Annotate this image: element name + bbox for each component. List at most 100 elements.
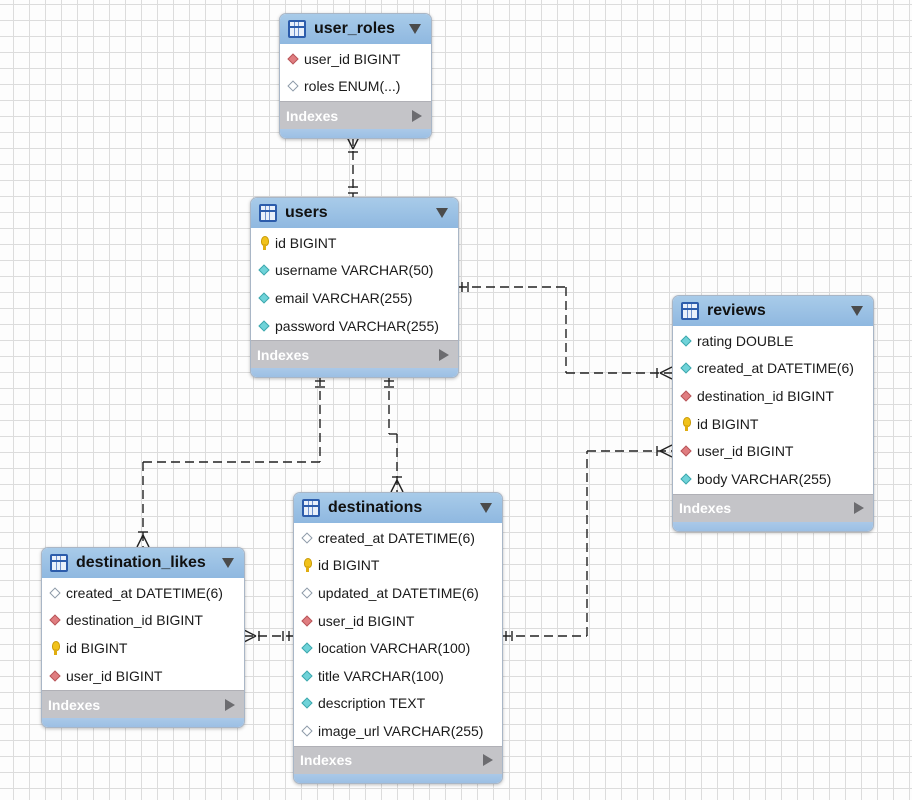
indexes-expand-arrow-icon[interactable] bbox=[483, 754, 493, 767]
column-text: user_id BIGINT bbox=[318, 612, 415, 629]
not-null-diamond-icon bbox=[680, 361, 692, 375]
table-menu-arrow-icon[interactable] bbox=[851, 306, 863, 316]
column-row[interactable]: rating DOUBLE bbox=[673, 327, 873, 355]
primary-key-icon bbox=[49, 640, 61, 655]
column-row[interactable]: created_at DATETIME(6) bbox=[294, 524, 502, 552]
table-title: users bbox=[285, 204, 328, 221]
indexes-expand-arrow-icon[interactable] bbox=[854, 502, 864, 515]
table-header[interactable]: user_roles bbox=[280, 14, 431, 44]
column-text: id BIGINT bbox=[318, 557, 380, 574]
column-row[interactable]: user_id BIGINT bbox=[280, 45, 431, 73]
column-row[interactable]: id BIGINT bbox=[294, 552, 502, 580]
indexes-expand-arrow-icon[interactable] bbox=[412, 109, 422, 122]
column-row[interactable]: id BIGINT bbox=[251, 229, 458, 257]
foreign-key-diamond-icon bbox=[287, 52, 299, 66]
column-row[interactable]: user_id BIGINT bbox=[294, 607, 502, 635]
not-null-diamond-icon bbox=[301, 669, 313, 683]
column-list: rating DOUBLE created_at DATETIME(6) desti… bbox=[673, 326, 873, 494]
table-header[interactable]: reviews bbox=[673, 296, 873, 326]
table-header[interactable]: users bbox=[251, 198, 458, 228]
primary-key-icon bbox=[301, 558, 313, 573]
column-row[interactable]: email VARCHAR(255) bbox=[251, 284, 458, 312]
column-list: created_at DATETIME(6) id BIGINT updated_a… bbox=[294, 523, 502, 746]
column-text: id BIGINT bbox=[697, 415, 759, 432]
foreign-key-diamond-icon bbox=[49, 669, 61, 683]
table-header[interactable]: destination_likes bbox=[42, 548, 244, 578]
column-row[interactable]: description TEXT bbox=[294, 690, 502, 718]
indexes-section[interactable]: Indexes bbox=[673, 493, 873, 522]
column-text: id BIGINT bbox=[275, 234, 337, 251]
cardinality-many-mark bbox=[659, 450, 673, 458]
column-text: rating DOUBLE bbox=[697, 332, 794, 349]
column-text: email VARCHAR(255) bbox=[275, 289, 413, 306]
column-text: description TEXT bbox=[318, 695, 426, 712]
indexes-label: Indexes bbox=[286, 107, 339, 124]
indexes-section[interactable]: Indexes bbox=[42, 690, 244, 719]
column-row[interactable]: destination_id BIGINT bbox=[42, 607, 244, 635]
table-footer bbox=[251, 368, 458, 378]
column-row[interactable]: username VARCHAR(50) bbox=[251, 257, 458, 285]
cardinality-many-mark bbox=[396, 479, 404, 493]
not-null-diamond-icon bbox=[301, 641, 313, 655]
indexes-section[interactable]: Indexes bbox=[251, 340, 458, 369]
column-row[interactable]: created_at DATETIME(6) bbox=[673, 355, 873, 383]
nullable-diamond-icon bbox=[287, 79, 299, 93]
indexes-section[interactable]: Indexes bbox=[294, 745, 502, 774]
column-row[interactable]: password VARCHAR(255) bbox=[251, 312, 458, 340]
column-row[interactable]: user_id BIGINT bbox=[42, 662, 244, 690]
column-list: id BIGINT username VARCHAR(50) email VARCH… bbox=[251, 228, 458, 341]
indexes-expand-arrow-icon[interactable] bbox=[439, 348, 449, 361]
cardinality-many-mark bbox=[390, 479, 398, 493]
foreign-key-diamond-icon bbox=[680, 389, 692, 403]
table-menu-arrow-icon[interactable] bbox=[409, 24, 421, 34]
table-users[interactable]: users id BIGINT username VARCHAR(50) email… bbox=[250, 197, 459, 379]
column-row[interactable]: body VARCHAR(255) bbox=[673, 465, 873, 493]
column-text: image_url VARCHAR(255) bbox=[318, 722, 484, 739]
not-null-diamond-icon bbox=[258, 291, 270, 305]
column-row[interactable]: id BIGINT bbox=[673, 410, 873, 438]
column-text: created_at DATETIME(6) bbox=[318, 529, 475, 546]
table-title: reviews bbox=[707, 302, 766, 319]
cardinality-many-mark bbox=[142, 534, 150, 548]
table-title: destinations bbox=[328, 499, 423, 516]
cardinality-many-mark bbox=[659, 372, 673, 380]
column-row[interactable]: image_url VARCHAR(255) bbox=[294, 717, 502, 745]
column-text: destination_id BIGINT bbox=[697, 387, 834, 404]
column-row[interactable]: roles ENUM(...) bbox=[280, 73, 431, 101]
table-reviews[interactable]: reviews rating DOUBLE created_at DATETIME… bbox=[672, 295, 874, 532]
column-row[interactable]: destination_id BIGINT bbox=[673, 382, 873, 410]
not-null-diamond-icon bbox=[680, 472, 692, 486]
column-text: username VARCHAR(50) bbox=[275, 262, 434, 279]
cardinality-many-mark bbox=[659, 444, 673, 452]
nullable-diamond-icon bbox=[301, 531, 313, 545]
nullable-diamond-icon bbox=[301, 724, 313, 738]
column-row[interactable]: created_at DATETIME(6) bbox=[42, 579, 244, 607]
column-text: user_id BIGINT bbox=[66, 667, 163, 684]
table-menu-arrow-icon[interactable] bbox=[222, 558, 234, 568]
indexes-section[interactable]: Indexes bbox=[280, 101, 431, 130]
foreign-key-diamond-icon bbox=[301, 614, 313, 628]
column-row[interactable]: location VARCHAR(100) bbox=[294, 634, 502, 662]
indexes-label: Indexes bbox=[48, 696, 101, 713]
column-row[interactable]: title VARCHAR(100) bbox=[294, 662, 502, 690]
cardinality-many-mark bbox=[243, 635, 257, 643]
indexes-expand-arrow-icon[interactable] bbox=[225, 698, 235, 711]
table-icon bbox=[259, 204, 277, 222]
table-destination-likes[interactable]: destination_likes created_at DATETIME(6)… bbox=[41, 547, 245, 729]
table-destinations[interactable]: destinations created_at DATETIME(6) id BI… bbox=[293, 492, 503, 784]
not-null-diamond-icon bbox=[301, 696, 313, 710]
cardinality-many-mark bbox=[243, 629, 257, 637]
table-header[interactable]: destinations bbox=[294, 493, 502, 523]
table-footer bbox=[673, 521, 873, 531]
column-row[interactable]: user_id BIGINT bbox=[673, 437, 873, 465]
column-row[interactable]: id BIGINT bbox=[42, 634, 244, 662]
cardinality-many-mark bbox=[136, 534, 144, 548]
column-row[interactable]: updated_at DATETIME(6) bbox=[294, 579, 502, 607]
table-menu-arrow-icon[interactable] bbox=[436, 208, 448, 218]
table-menu-arrow-icon[interactable] bbox=[480, 503, 492, 513]
indexes-label: Indexes bbox=[300, 752, 353, 769]
